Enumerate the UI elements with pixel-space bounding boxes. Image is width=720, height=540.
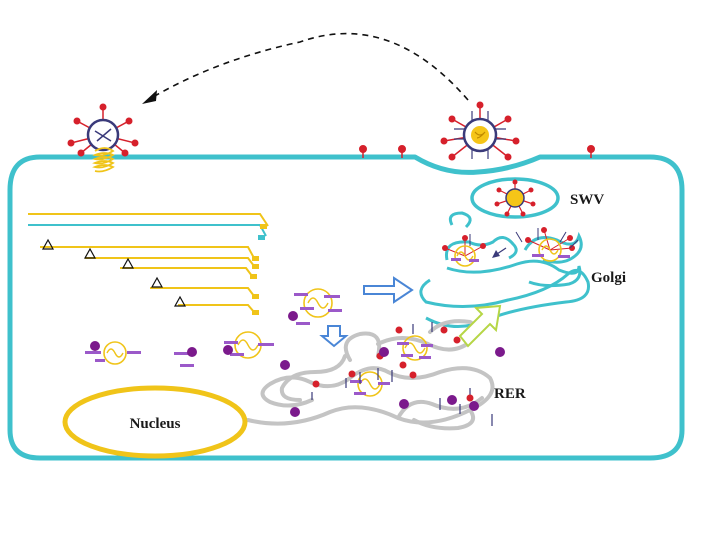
swv-vesicle bbox=[470, 177, 560, 219]
golgi-label: Golgi bbox=[591, 270, 626, 286]
transport-arrow-green-to-golgi bbox=[458, 304, 502, 348]
rough-endoplasmic-reticulum bbox=[246, 319, 495, 431]
rer-label: RER bbox=[494, 386, 526, 402]
golgi-apparatus bbox=[419, 211, 591, 329]
ribosome-triangle-icon bbox=[41, 238, 187, 307]
transport-arrow-blue-down bbox=[319, 325, 349, 348]
cell-membrane bbox=[7, 154, 685, 461]
entering-virion-icon bbox=[440, 101, 520, 161]
mrna-strands bbox=[28, 213, 269, 313]
swv-label: SWV bbox=[570, 192, 604, 208]
small-golgi-pointer-arrow bbox=[492, 247, 507, 258]
membrane-spike-proteins bbox=[359, 145, 595, 158]
purple-protein-dots bbox=[90, 311, 505, 417]
strand-end-caps bbox=[250, 224, 267, 315]
budding-virion-icon bbox=[67, 103, 139, 173]
golgi-virions bbox=[442, 227, 579, 267]
nucleus bbox=[62, 385, 248, 459]
rer-virions bbox=[311, 322, 493, 426]
nucleus-label: Nucleus bbox=[130, 416, 181, 432]
transport-arrow-blue-to-golgi bbox=[363, 276, 414, 304]
dashed-return-arrow bbox=[142, 32, 469, 104]
cytoplasmic-virions bbox=[85, 288, 342, 367]
